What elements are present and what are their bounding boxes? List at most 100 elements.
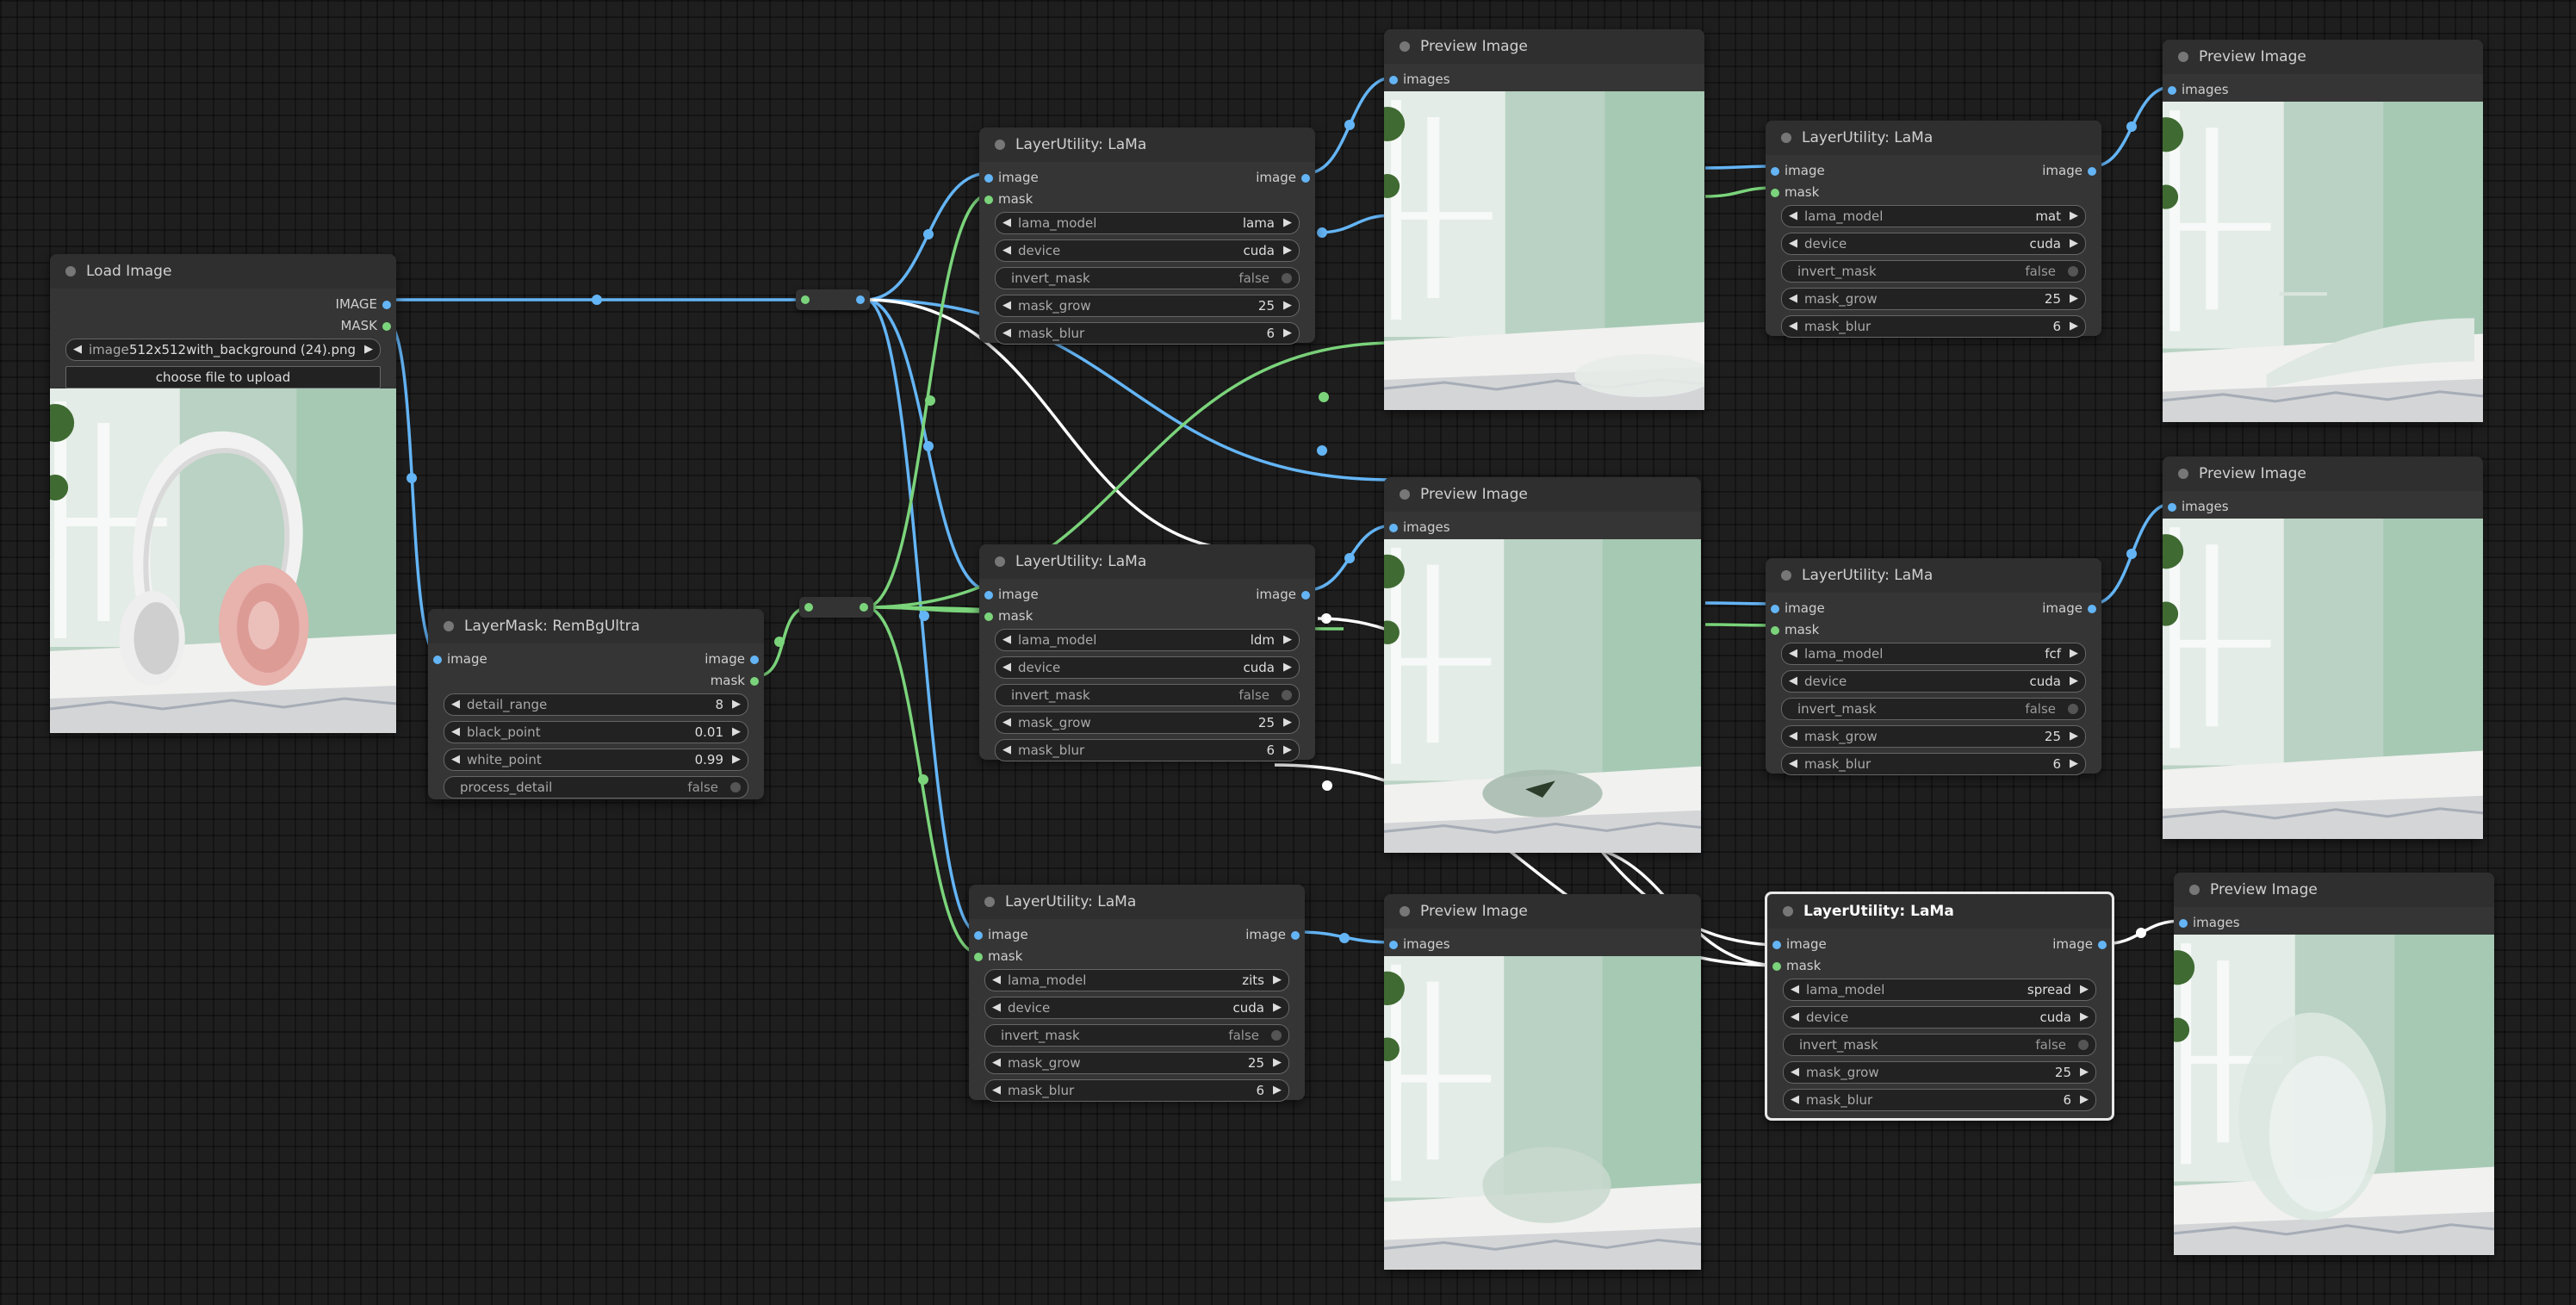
toggle-knob-icon[interactable]	[1282, 273, 1292, 283]
collapse-dot-icon[interactable]	[1783, 906, 1793, 917]
left-arrow-icon[interactable]: ◀	[992, 1084, 1001, 1097]
output-port-icon[interactable]	[2088, 167, 2096, 176]
left-arrow-icon[interactable]: ◀	[1791, 983, 1799, 996]
node-header[interactable]: Preview Image	[2163, 40, 2483, 74]
input-port-icon[interactable]	[1771, 626, 1779, 635]
input-slot-mask[interactable]: mask	[979, 606, 1315, 627]
input-port-icon[interactable]	[1389, 76, 1398, 84]
node-header[interactable]: LayerUtility: LaMa	[1766, 121, 2101, 155]
left-arrow-icon[interactable]: ◀	[1002, 216, 1011, 229]
output-port-icon[interactable]	[2098, 941, 2107, 949]
right-arrow-icon[interactable]: ▶	[2070, 292, 2078, 305]
output-port-icon[interactable]	[2088, 605, 2096, 613]
node-header[interactable]: Preview Image	[2174, 873, 2494, 907]
node-header[interactable]: LayerUtility: LaMa	[1766, 558, 2101, 593]
input-slot-mask[interactable]: mask	[969, 946, 1305, 967]
left-arrow-icon[interactable]: ◀	[451, 698, 460, 711]
collapse-dot-icon[interactable]	[2178, 52, 2188, 62]
toggle-knob-icon[interactable]	[730, 782, 741, 792]
left-arrow-icon[interactable]: ◀	[1791, 1066, 1799, 1078]
input-port-icon[interactable]	[974, 931, 983, 940]
left-arrow-icon[interactable]: ◀	[992, 1001, 1001, 1014]
input-port-icon[interactable]	[1389, 524, 1398, 532]
choose-file-button[interactable]: choose file to upload	[65, 366, 381, 388]
right-arrow-icon[interactable]: ▶	[1283, 661, 1292, 674]
right-arrow-icon[interactable]: ▶	[2070, 320, 2078, 332]
output-slot-mask[interactable]: mask	[428, 670, 764, 692]
left-arrow-icon[interactable]: ◀	[1002, 299, 1011, 312]
preview-image-node-mat[interactable]: Preview Image images	[2163, 40, 2483, 422]
left-arrow-icon[interactable]: ◀	[451, 753, 460, 766]
node-header[interactable]: LayerUtility: LaMa	[1767, 894, 2112, 929]
input-port-icon[interactable]	[2168, 503, 2176, 512]
input-slot-mask[interactable]: mask	[979, 189, 1315, 210]
input-port-icon[interactable]	[974, 953, 983, 961]
right-arrow-icon[interactable]: ▶	[1273, 1001, 1282, 1014]
collapse-dot-icon[interactable]	[1400, 41, 1410, 52]
collapse-dot-icon[interactable]	[65, 266, 76, 277]
output-port-icon[interactable]	[382, 301, 391, 309]
right-arrow-icon[interactable]: ▶	[2070, 730, 2078, 743]
left-arrow-icon[interactable]: ◀	[1791, 1010, 1799, 1023]
input-slot-mask[interactable]: mask	[1767, 955, 2112, 977]
right-arrow-icon[interactable]: ▶	[2070, 674, 2078, 687]
output-port-icon[interactable]	[750, 656, 759, 664]
output-port-icon[interactable]	[1291, 931, 1300, 940]
collapse-dot-icon[interactable]	[1781, 133, 1791, 143]
collapse-dot-icon[interactable]	[2189, 885, 2200, 895]
preview-image-node-zits[interactable]: Preview Image images	[1384, 894, 1701, 1270]
output-port-icon[interactable]	[856, 295, 865, 304]
right-arrow-icon[interactable]: ▶	[1273, 973, 1282, 986]
left-arrow-icon[interactable]: ◀	[1789, 674, 1797, 687]
output-port-icon[interactable]	[860, 603, 868, 612]
node-header[interactable]: LayerUtility: LaMa	[979, 544, 1315, 579]
left-arrow-icon[interactable]: ◀	[1789, 320, 1797, 332]
node-header[interactable]: Preview Image	[1384, 29, 1704, 64]
collapse-dot-icon[interactable]	[1781, 570, 1791, 581]
input-port-icon[interactable]	[1389, 941, 1398, 949]
right-arrow-icon[interactable]: ▶	[1273, 1084, 1282, 1097]
left-arrow-icon[interactable]: ◀	[1789, 647, 1797, 660]
left-arrow-icon[interactable]: ◀	[1002, 661, 1011, 674]
left-arrow-icon[interactable]: ◀	[1789, 237, 1797, 250]
input-slot-images[interactable]: images	[1384, 934, 1701, 955]
left-arrow-icon[interactable]: ◀	[992, 1056, 1001, 1069]
right-arrow-icon[interactable]: ▶	[2070, 757, 2078, 770]
preview-image-node-fcf[interactable]: Preview Image images	[2163, 457, 2483, 839]
input-slot-images[interactable]: images	[2163, 79, 2483, 101]
input-port-icon[interactable]	[801, 295, 810, 304]
left-arrow-icon[interactable]: ◀	[73, 343, 82, 356]
output-port-icon[interactable]	[1301, 174, 1310, 183]
left-arrow-icon[interactable]: ◀	[1002, 743, 1011, 756]
input-slot-mask[interactable]: mask	[1766, 182, 2101, 203]
input-port-icon[interactable]	[2179, 919, 2188, 928]
left-arrow-icon[interactable]: ◀	[1789, 730, 1797, 743]
input-port-icon[interactable]	[984, 591, 993, 600]
collapse-dot-icon[interactable]	[2178, 469, 2188, 479]
left-arrow-icon[interactable]: ◀	[1789, 292, 1797, 305]
input-port-icon[interactable]	[984, 174, 993, 183]
left-arrow-icon[interactable]: ◀	[1002, 244, 1011, 257]
right-arrow-icon[interactable]: ▶	[2080, 1010, 2089, 1023]
reroute-node-mask[interactable]	[799, 597, 873, 618]
